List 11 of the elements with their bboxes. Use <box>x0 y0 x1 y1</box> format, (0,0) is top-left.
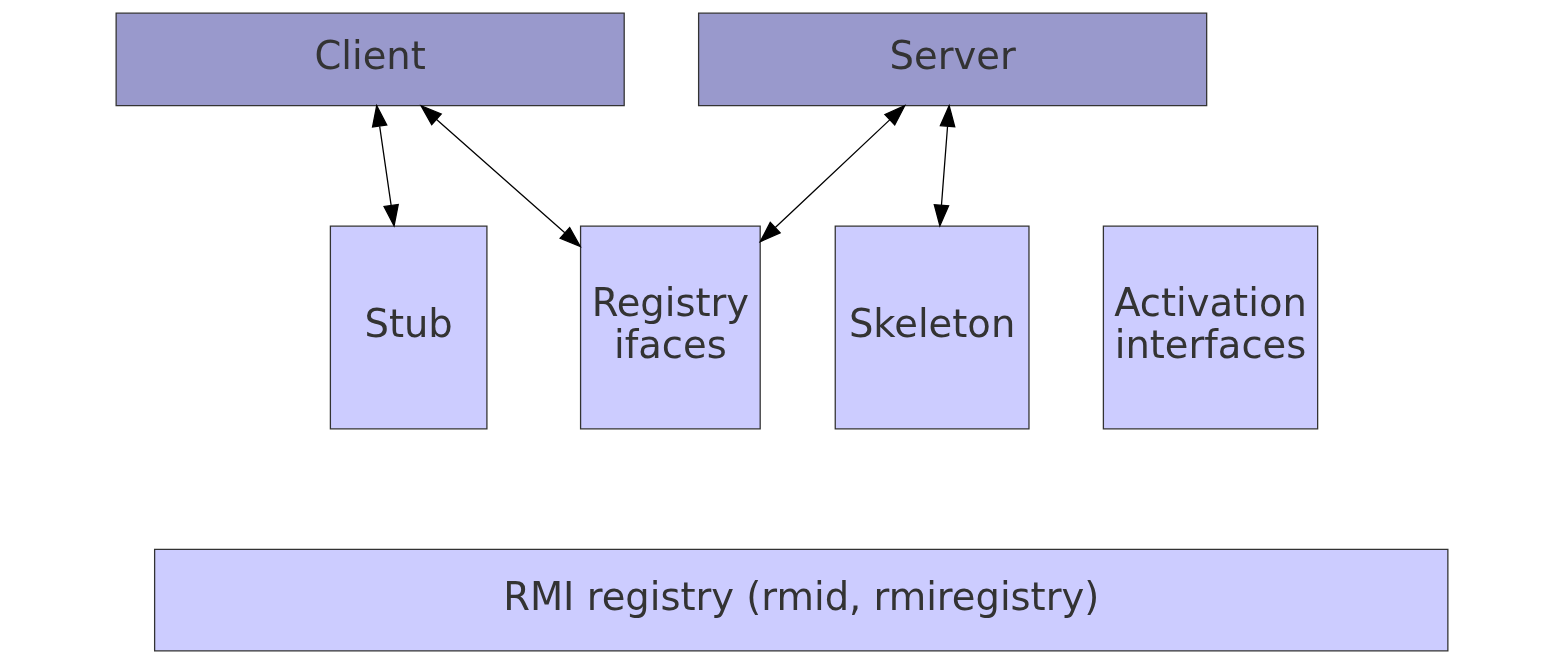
node-box: Stub <box>329 225 488 430</box>
arrow <box>419 104 582 248</box>
node-box: Client <box>115 12 625 107</box>
node-box: Server <box>697 12 1207 107</box>
node-box: Activation interfaces <box>1102 225 1318 430</box>
arrow <box>758 104 906 243</box>
arrow <box>371 103 399 228</box>
arrow <box>932 103 956 228</box>
node-box: Skeleton <box>834 225 1030 430</box>
node-box: Registry ifaces <box>579 225 761 430</box>
node-box: RMI registry (rmid, rmiregistry) <box>153 548 1448 652</box>
